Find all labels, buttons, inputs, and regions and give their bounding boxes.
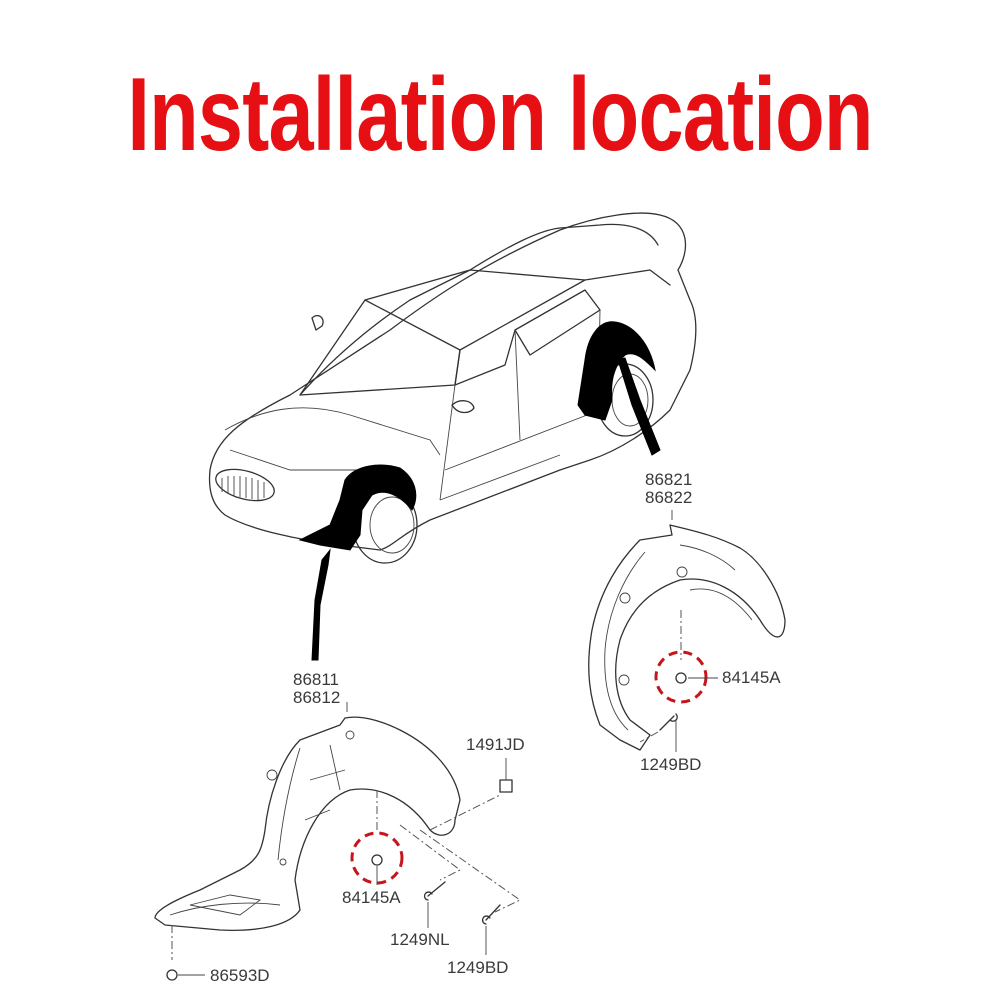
rear-screw-label: 1249BD: [640, 755, 702, 774]
rear-nut-icon: [675, 672, 687, 684]
page-title: Installation location: [127, 57, 873, 173]
screw-nl-label: 1249NL: [390, 930, 450, 949]
car-illustration: [208, 212, 697, 661]
clip-label: 1491JD: [466, 735, 525, 754]
front-nut-label: 84145A: [342, 888, 401, 907]
rear-wheel-guard-highlight: [577, 321, 656, 421]
rear-screw-icon: [659, 713, 678, 731]
rear-part-number-1: 86821: [645, 470, 693, 489]
front-nut-icon: [371, 854, 383, 866]
bottom-screw-label: 86593D: [210, 966, 270, 985]
front-part-number-2: 86812: [293, 688, 341, 707]
clip-icon: [499, 779, 513, 793]
rear-part-number-2: 86822: [645, 488, 693, 507]
rear-wheel-guard-part: [588, 510, 786, 752]
front-part-number-1: 86811: [293, 670, 340, 689]
screw-bd-label: 1249BD: [447, 958, 509, 977]
bottom-screw-icon: [166, 969, 178, 981]
screw-nl-icon: [423, 881, 446, 901]
screw-bd-icon: [481, 904, 501, 925]
rear-nut-highlight-circle: [654, 650, 708, 704]
rear-nut-label: 84145A: [722, 668, 781, 687]
front-wheel-guard-highlight: [298, 464, 417, 551]
front-wheel-guard-part: [154, 702, 521, 981]
front-nut-highlight-circle: [350, 831, 404, 885]
